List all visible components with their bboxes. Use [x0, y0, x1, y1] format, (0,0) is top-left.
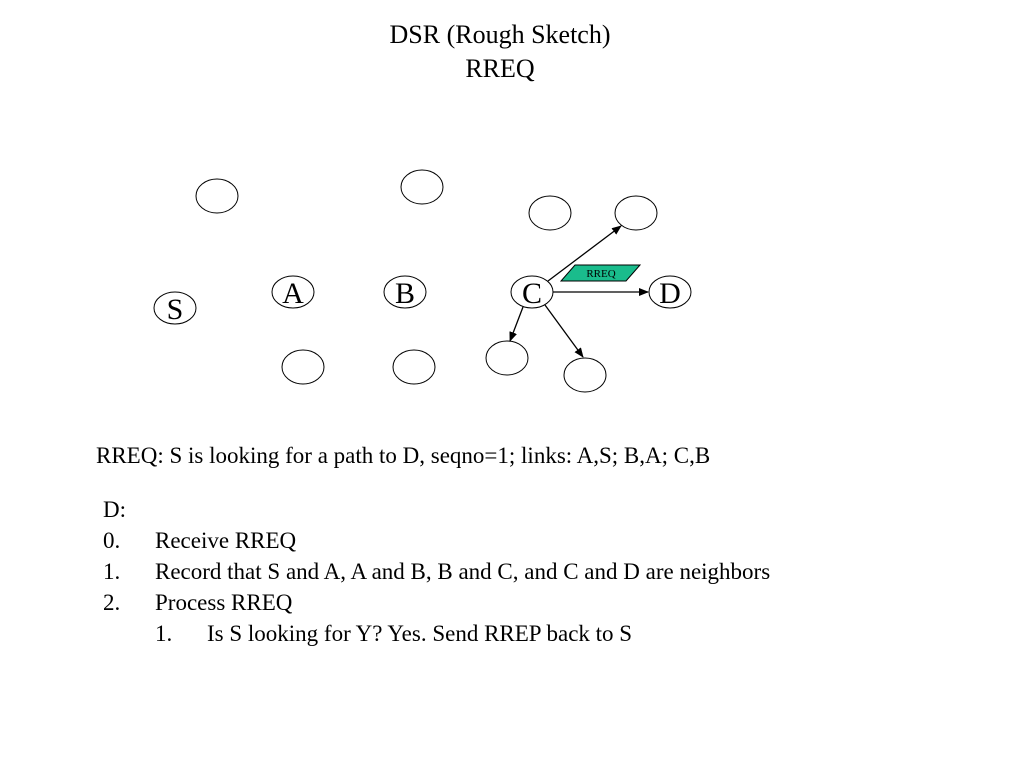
node-unlabeled-3 — [528, 195, 572, 231]
title-line-1: DSR (Rough Sketch) — [389, 20, 611, 49]
step-sub-number: 1. — [155, 621, 173, 646]
step-item: 1. Record that S and A, A and B, B and C… — [103, 556, 770, 587]
step-list: D: 0. Receive RREQ 1. Record that S and … — [103, 494, 770, 649]
node-unlabeled-1 — [195, 178, 239, 214]
node-d-label: D — [659, 277, 681, 310]
node-unlabeled-6 — [392, 349, 436, 385]
step-text: Process RREQ — [155, 590, 293, 615]
node-s — [153, 291, 197, 325]
node-unlabeled-2 — [400, 169, 444, 205]
step-item: 0. Receive RREQ — [103, 525, 770, 556]
title-line-2: RREQ — [465, 54, 535, 83]
rreq-packet-tag — [559, 264, 642, 282]
node-unlabeled-4 — [614, 195, 658, 231]
rreq-packet-tag-label: RREQ — [586, 268, 615, 280]
step-list-header: D: — [103, 497, 126, 522]
node-b-label: B — [395, 277, 415, 310]
node-c-label: C — [522, 277, 542, 310]
node-b — [383, 275, 427, 309]
node-a-label: A — [282, 277, 304, 310]
node-d — [648, 275, 692, 309]
edge-c-to-lower-left — [509, 306, 524, 342]
node-a — [271, 275, 315, 309]
edge-c-to-upper-right — [547, 225, 622, 282]
rreq-description: RREQ: S is looking for a path to D, seqn… — [96, 443, 711, 468]
edge-c-to-lower-right — [544, 304, 584, 358]
node-unlabeled-5 — [281, 349, 325, 385]
step-number: 1. — [103, 559, 121, 584]
step-item: 2. Process RREQ — [103, 587, 770, 618]
step-number: 2. — [103, 590, 121, 615]
step-number: 0. — [103, 528, 121, 553]
node-unlabeled-8 — [563, 357, 607, 393]
step-subitem: 1. Is S looking for Y? Yes. Send RREP ba… — [103, 618, 770, 649]
node-unlabeled-7 — [485, 340, 529, 376]
step-text: Receive RREQ — [155, 528, 297, 553]
slide-title: DSR (Rough Sketch) RREQ — [0, 18, 1000, 86]
node-s-label: S — [167, 293, 184, 326]
step-text: Record that S and A, A and B, B and C, a… — [155, 559, 771, 584]
network-diagram: S A B C D RREQ — [153, 169, 692, 393]
step-sub-text: Is S looking for Y? Yes. Send RREP back … — [207, 621, 633, 646]
